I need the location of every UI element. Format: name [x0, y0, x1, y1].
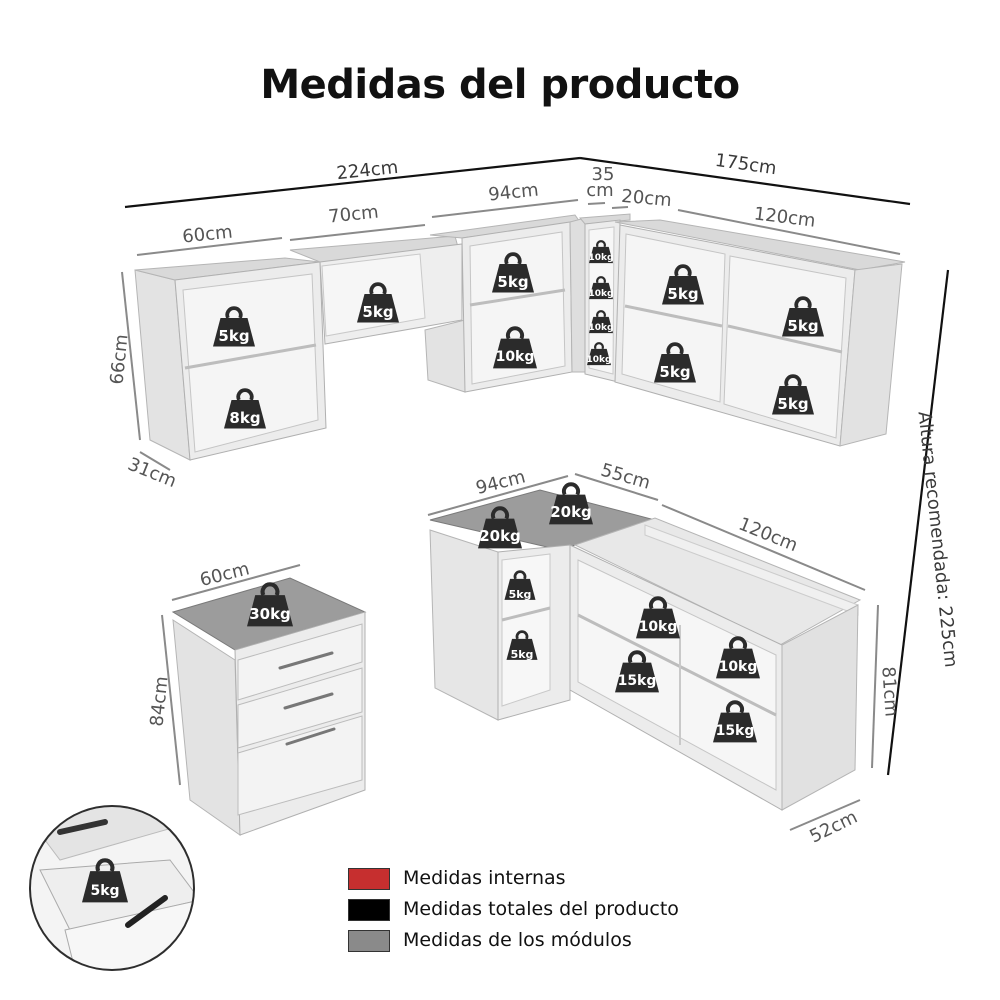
weight-label: 8kg — [229, 409, 260, 427]
legend-item-total: Medidas totales del producto — [348, 898, 768, 923]
weight-label: 5kg — [509, 588, 532, 601]
dim-recommended-height: Altura recomendada: 225cm — [914, 410, 962, 668]
weight-label: 10kg — [589, 289, 614, 299]
weight-label: 5kg — [787, 317, 818, 335]
weight-label: 15kg — [716, 723, 755, 739]
page-title: Medidas del producto — [260, 62, 740, 108]
weight-label: 10kg — [587, 355, 612, 365]
dim-upper-70cm: 70cm — [327, 201, 379, 227]
weight-label: 10kg — [496, 349, 535, 365]
weight-label: 5kg — [362, 303, 393, 321]
weight-label: 5kg — [777, 395, 808, 413]
dim-lower-81cm: 81cm — [877, 666, 901, 718]
dim-upper-35-top: 35 — [592, 164, 615, 185]
weight-label: 10kg — [719, 659, 758, 675]
dim-upper-66cm: 66cm — [106, 333, 132, 385]
lower-corner-unit — [429, 489, 862, 811]
weight-label: 10kg — [589, 323, 614, 333]
weight-label: 15kg — [618, 673, 657, 689]
dim-175cm: 175cm — [714, 150, 778, 179]
legend-label: Medidas internas — [403, 867, 566, 889]
legend-swatch — [348, 899, 390, 921]
dim-drawer-84cm: 84cm — [146, 675, 172, 727]
dim-upper-60cm: 60cm — [181, 221, 233, 247]
drawer-unit — [171, 577, 367, 836]
weight-label: 20kg — [479, 527, 521, 545]
dim-224cm: 224cm — [336, 157, 400, 184]
legend-swatch — [348, 930, 390, 952]
dim-upper-94cm: 94cm — [487, 179, 539, 205]
weight-label: 10kg — [639, 619, 678, 635]
total-dimensions — [124, 156, 950, 776]
weight-label: 5kg — [218, 327, 249, 345]
weight-label: 5kg — [511, 648, 534, 661]
dim-lower-52cm: 52cm — [806, 807, 860, 848]
legend-label: Medidas totales del producto — [403, 898, 679, 920]
weight-label: 5kg — [659, 363, 690, 381]
legend-label: Medidas de los módulos — [403, 929, 632, 951]
weight-label: 20kg — [550, 503, 592, 521]
weight-label: 5kg — [90, 883, 119, 899]
weight-label: 5kg — [667, 285, 698, 303]
weight-label: 5kg — [497, 273, 528, 291]
legend-item-internal: Medidas internas — [348, 867, 768, 892]
legend-swatch — [348, 868, 390, 890]
weight-label: 30kg — [249, 605, 291, 623]
weight-badges: 5kg 8kg 5kg 5kg 10kg 10kg 10kg 10kg 10kg… — [82, 240, 826, 902]
dim-upper-20cm: 20cm — [620, 186, 672, 211]
module-dimensions — [121, 199, 901, 831]
weight-label: 10kg — [589, 253, 614, 263]
dim-lower-55cm: 55cm — [598, 460, 652, 494]
dim-upper-35-bottom: cm — [586, 180, 613, 201]
legend-item-modules: Medidas de los módulos — [348, 929, 768, 954]
